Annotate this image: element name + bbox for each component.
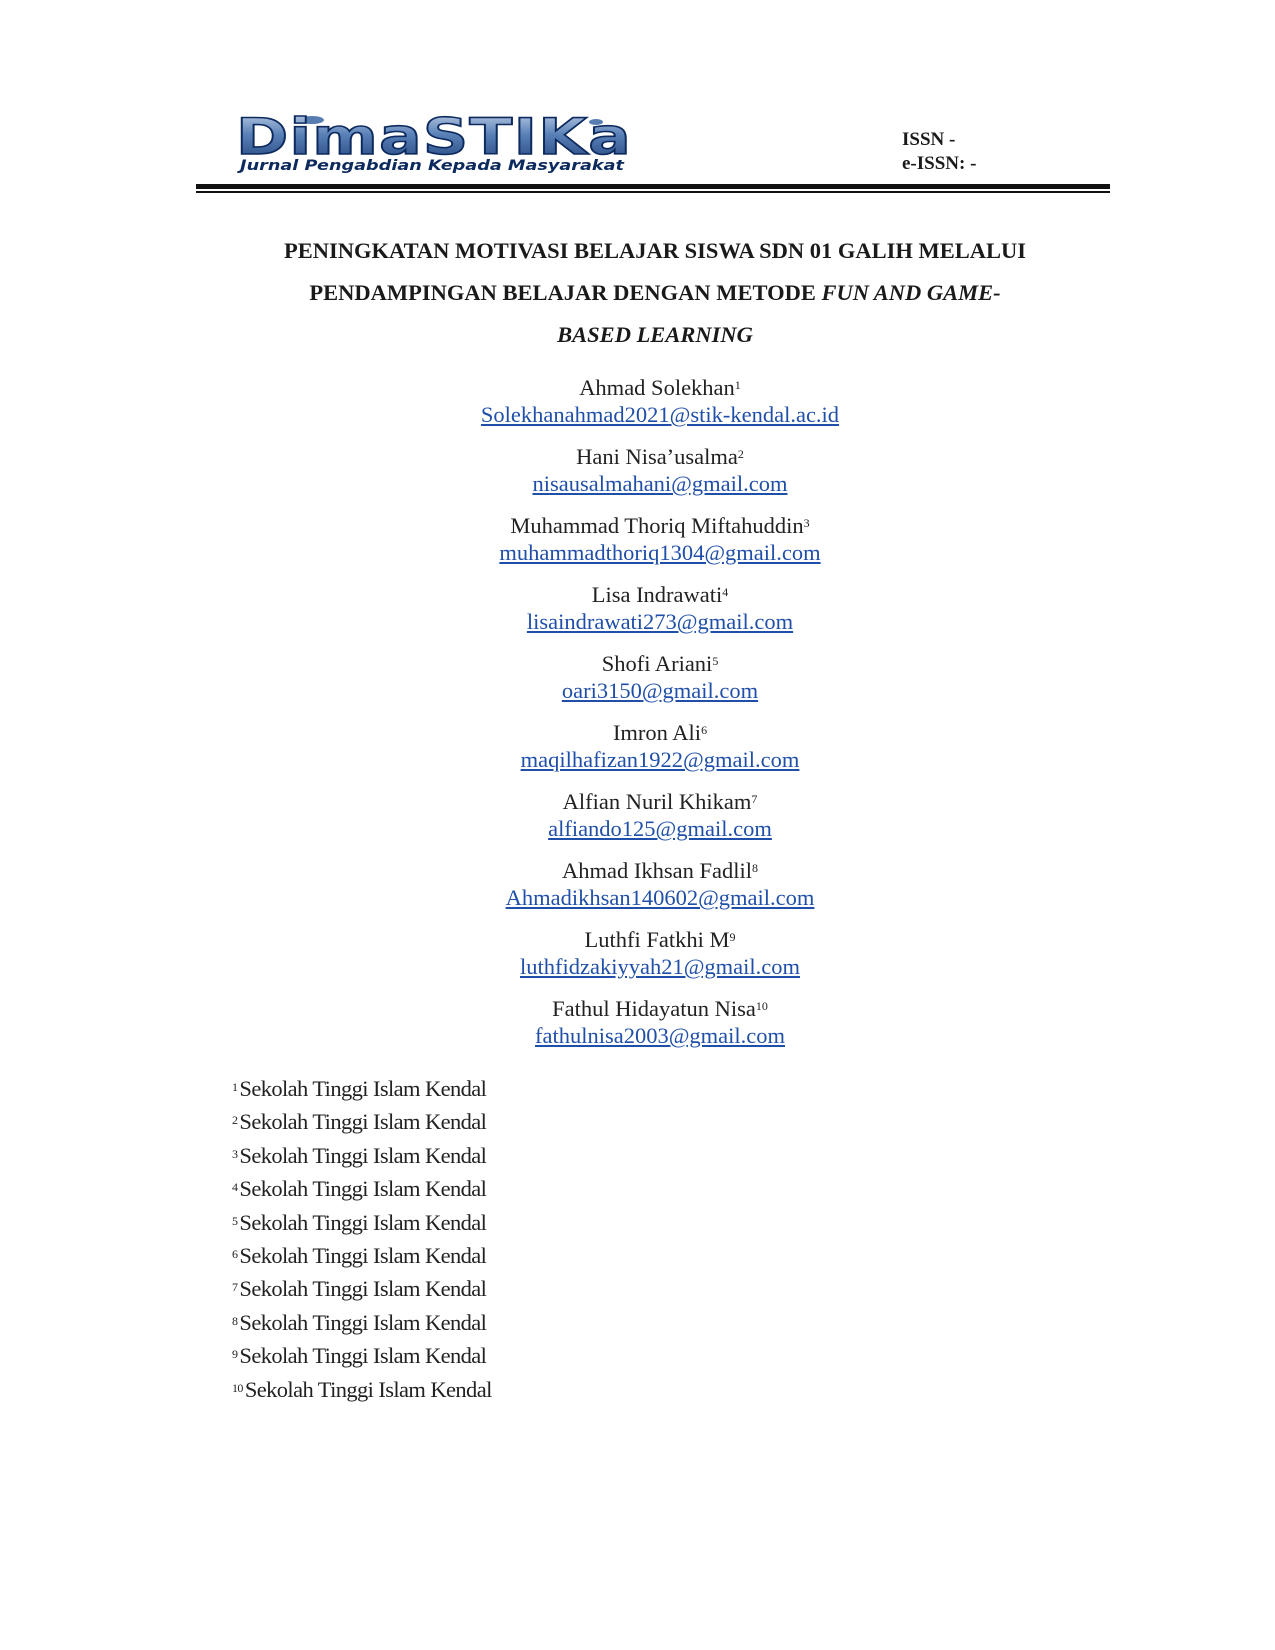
paper-title: PENINGKATAN MOTIVASI BELAJAR SISWA SDN 0…	[215, 230, 1095, 356]
author-entry: Fathul Hidayatun Nisa10 fathulnisa2003@g…	[300, 995, 1020, 1064]
svg-text:Jurnal Pengabdian Kepada Masya: Jurnal Pengabdian Kepada Masyarakat	[236, 158, 625, 174]
author-email-link[interactable]: luthfidzakiyyah21@gmail.com	[519, 954, 801, 979]
title-line-2-italic: FUN AND GAME-	[821, 280, 1001, 305]
author-email-link[interactable]: fathulnisa2003@gmail.com	[534, 1023, 786, 1048]
author-entry: Ahmad Solekhan1 Solekhanahmad2021@stik-k…	[300, 374, 1020, 443]
author-entry: Alfian Nuril Khikam7 alfiando125@gmail.c…	[300, 788, 1020, 857]
header-rule-thin	[196, 191, 1110, 193]
author-email-link[interactable]: Solekhanahmad2021@stik-kendal.ac.id	[480, 402, 840, 427]
affiliation-item: 7Sekolah Tinggi Islam Kendal	[232, 1276, 487, 1302]
author-superscript: 9	[729, 930, 736, 944]
affiliation-list: 1Sekolah Tinggi Islam Kendal 2Sekolah Ti…	[232, 1072, 492, 1406]
author-entry: Luthfi Fatkhi M9 luthfidzakiyyah21@gmail…	[300, 926, 1020, 995]
author-name: Alfian Nuril Khikam7	[562, 789, 758, 814]
author-superscript: 4	[722, 585, 729, 599]
affiliation-item: 2Sekolah Tinggi Islam Kendal	[232, 1109, 487, 1135]
author-entry: Imron Ali6 maqilhafizan1922@gmail.com	[300, 719, 1020, 788]
author-name: Ahmad Ikhsan Fadlil8	[562, 858, 758, 883]
issn-block: ISSN - e-ISSN: -	[902, 128, 976, 176]
author-name: Fathul Hidayatun Nisa10	[552, 996, 768, 1021]
affiliation-item: 10Sekolah Tinggi Islam Kendal	[232, 1376, 492, 1402]
author-email-link[interactable]: lisaindrawati273@gmail.com	[526, 609, 794, 634]
author-email-link[interactable]: alfiando125@gmail.com	[548, 816, 772, 841]
author-entry: Lisa Indrawati4 lisaindrawati273@gmail.c…	[300, 581, 1020, 650]
title-line-3: BASED LEARNING	[557, 322, 753, 347]
affiliation-item: 8Sekolah Tinggi Islam Kendal	[232, 1309, 487, 1335]
title-line-2-plain: PENDAMPINGAN BELAJAR DENGAN METODE	[309, 280, 822, 305]
author-superscript: 5	[712, 654, 719, 668]
journal-header: DimaSTIKa Jurnal Pengabdian Kepada Masya…	[196, 104, 1110, 196]
author-email-link[interactable]: oari3150@gmail.com	[561, 678, 759, 703]
author-list: Ahmad Solekhan1 Solekhanahmad2021@stik-k…	[300, 374, 1020, 1064]
author-email-link[interactable]: muhammadthoriq1304@gmail.com	[499, 540, 821, 565]
affiliation-item: 3Sekolah Tinggi Islam Kendal	[232, 1142, 487, 1168]
affiliation-item: 9Sekolah Tinggi Islam Kendal	[232, 1343, 487, 1369]
author-entry: Hani Nisa’usalma2 nisausalmahani@gmail.c…	[300, 443, 1020, 512]
author-name: Hani Nisa’usalma2	[576, 444, 744, 469]
author-name: Luthfi Fatkhi M9	[584, 927, 736, 952]
header-rule-thick	[196, 184, 1110, 189]
author-entry: Shofi Ariani5 oari3150@gmail.com	[300, 650, 1020, 719]
author-name: Shofi Ariani5	[601, 651, 719, 676]
author-superscript: 8	[751, 861, 758, 875]
author-superscript: 2	[737, 447, 744, 461]
author-superscript: 7	[751, 792, 758, 806]
author-superscript: 6	[701, 723, 708, 737]
author-email-link[interactable]: nisausalmahani@gmail.com	[532, 471, 788, 496]
author-email-link[interactable]: Ahmadikhsan140602@gmail.com	[505, 885, 815, 910]
dimastika-logo-image: DimaSTIKa Jurnal Pengabdian Kepada Masya…	[234, 110, 634, 174]
author-email-link[interactable]: maqilhafizan1922@gmail.com	[520, 747, 800, 772]
author-name: Muhammad Thoriq Miftahuddin3	[510, 513, 810, 538]
affiliation-item: 6Sekolah Tinggi Islam Kendal	[232, 1243, 487, 1269]
author-name: Ahmad Solekhan1	[579, 375, 741, 400]
journal-logo: DimaSTIKa Jurnal Pengabdian Kepada Masya…	[234, 110, 664, 176]
author-superscript: 10	[755, 999, 768, 1013]
affiliation-item: 1Sekolah Tinggi Islam Kendal	[232, 1076, 487, 1101]
affiliation-item: 4Sekolah Tinggi Islam Kendal	[232, 1176, 487, 1202]
eissn-label: e-ISSN: -	[902, 153, 977, 174]
author-superscript: 3	[803, 516, 810, 530]
issn-label: ISSN -	[902, 129, 956, 150]
affiliation-item: 5Sekolah Tinggi Islam Kendal	[232, 1209, 487, 1235]
title-line-1: PENINGKATAN MOTIVASI BELAJAR SISWA SDN 0…	[283, 238, 1027, 263]
author-name: Lisa Indrawati4	[591, 582, 729, 607]
author-name: Imron Ali6	[612, 720, 708, 745]
author-entry: Ahmad Ikhsan Fadlil8 Ahmadikhsan140602@g…	[300, 857, 1020, 926]
title-line-2: PENDAMPINGAN BELAJAR DENGAN METODE FUN A…	[215, 272, 1095, 314]
author-superscript: 1	[734, 378, 741, 392]
author-entry: Muhammad Thoriq Miftahuddin3 muhammadtho…	[300, 512, 1020, 581]
svg-text:DimaSTIKa: DimaSTIKa	[236, 110, 632, 166]
